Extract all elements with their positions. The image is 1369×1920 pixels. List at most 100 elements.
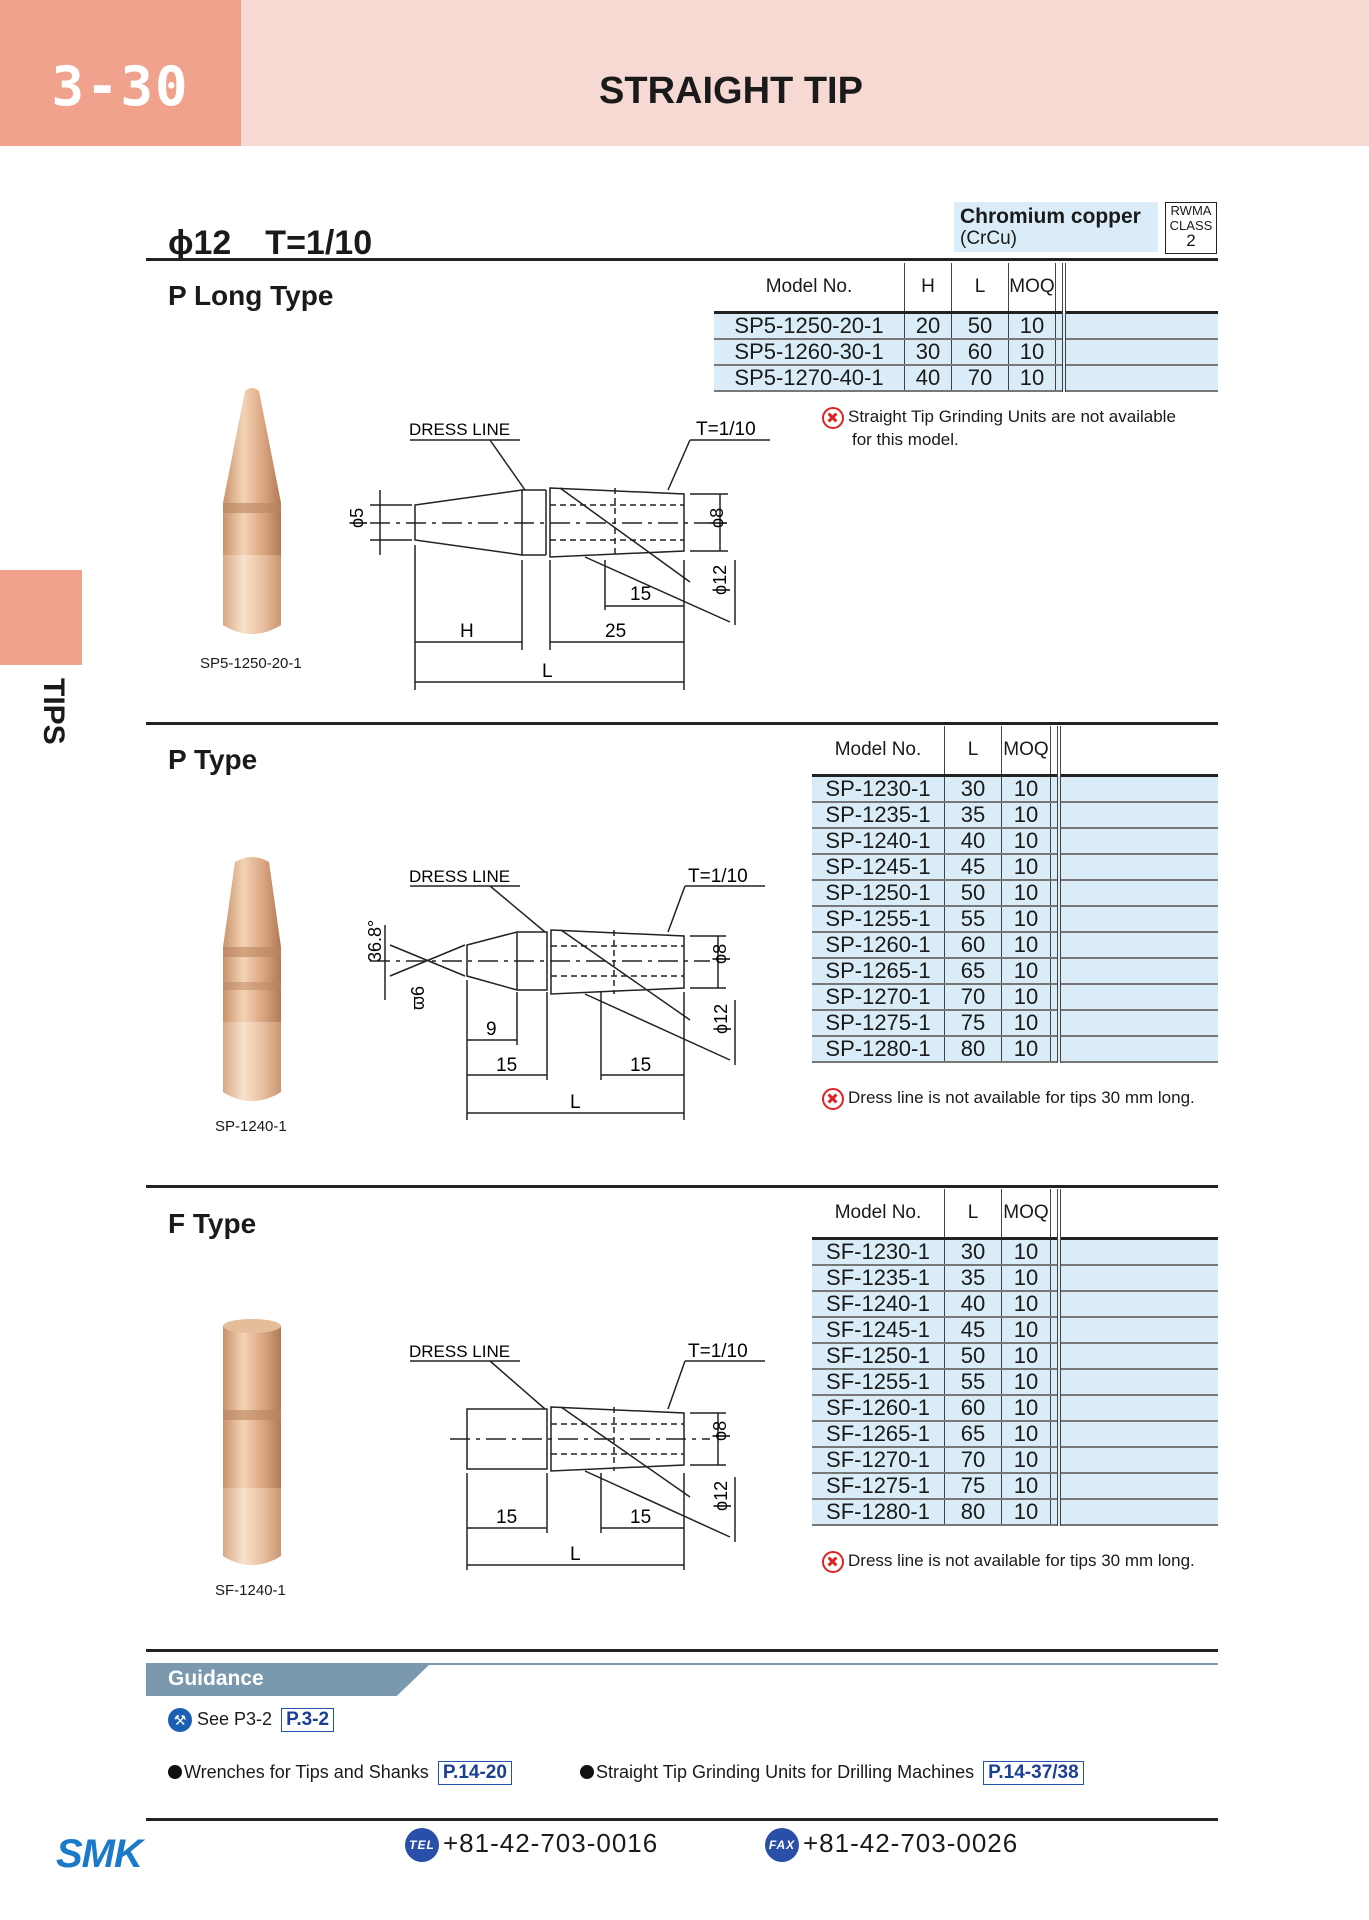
spacer-cell: [1050, 1369, 1061, 1396]
guidance-see-text: See P3-2: [197, 1709, 273, 1729]
col-blank: [1059, 726, 1218, 777]
model-number-cell: SF-1255-1: [812, 1369, 945, 1396]
note-p-text: Dress line is not available for tips 30 …: [848, 1088, 1195, 1107]
dim-15a: 15: [496, 1507, 517, 1528]
value-cell: 10: [1001, 1265, 1051, 1292]
rwma-line-2: CLASS: [1169, 218, 1213, 233]
blank-cell: [1059, 802, 1218, 829]
value-cell: 10: [1001, 932, 1051, 959]
model-number-cell: SF-1275-1: [812, 1473, 945, 1500]
spacer-cell: [1055, 339, 1066, 366]
section-title-p: P Type: [168, 744, 258, 775]
blank-cell: [1064, 339, 1218, 366]
photo-f-tip: [223, 1319, 281, 1565]
spec-rule: [146, 258, 1218, 261]
spacer-cell: [1050, 1238, 1061, 1266]
blank-cell: [1059, 1473, 1218, 1500]
spacer-cell: [1055, 312, 1066, 340]
guidance-wrench: Wrenches for Tips and Shanks P.14-20: [168, 1761, 512, 1785]
dim-15a: 15: [496, 1055, 517, 1076]
value-cell: 10: [1001, 1010, 1051, 1037]
spacer-cell: [1050, 932, 1061, 959]
col-header: MOQ: [1001, 1189, 1051, 1240]
spacer-cell: [1050, 1447, 1061, 1474]
label-taper: T=1/10: [696, 419, 756, 440]
blank-cell: [1059, 932, 1218, 959]
spacer-cell: [1050, 775, 1061, 803]
spacer-cell: [1050, 880, 1061, 907]
col-spacer: [1050, 726, 1061, 777]
value-cell: 10: [1001, 1395, 1051, 1422]
blank-cell: [1059, 1369, 1218, 1396]
not-available-icon: [822, 1550, 844, 1573]
value-cell: 10: [1001, 1291, 1051, 1318]
value-cell: 70: [944, 1447, 1002, 1474]
footer-fax: FAX+81-42-703-0026: [765, 1828, 1018, 1863]
model-number-cell: SF-1235-1: [812, 1265, 945, 1292]
model-number-cell: SP-1260-1: [812, 932, 945, 959]
bullet-icon: [168, 1765, 182, 1779]
not-available-icon: [822, 1087, 844, 1110]
value-cell: 10: [1001, 775, 1051, 803]
value-cell: 10: [1001, 1238, 1051, 1266]
col-header: MOQ: [1001, 726, 1051, 777]
value-cell: 45: [944, 854, 1002, 881]
page-number: 3-30: [51, 55, 190, 118]
spacer-cell: [1050, 854, 1061, 881]
blank-cell: [1059, 1317, 1218, 1344]
spacer-cell: [1050, 1036, 1061, 1063]
value-cell: 70: [951, 365, 1009, 392]
label-dress-line: DRESS LINE: [409, 867, 510, 886]
value-cell: 65: [944, 958, 1002, 985]
note-p-long-line2: for this model.: [852, 429, 959, 449]
spacer-cell: [1050, 1343, 1061, 1370]
model-number-cell: SF-1250-1: [812, 1343, 945, 1370]
footer-rule: [146, 1818, 1218, 1821]
value-cell: 10: [1001, 1447, 1051, 1474]
model-number-cell: SP-1250-1: [812, 880, 945, 907]
model-number-cell: SF-1245-1: [812, 1317, 945, 1344]
blank-cell: [1059, 1395, 1218, 1422]
guidance-rule: [146, 1649, 1218, 1652]
model-number-cell: SP-1245-1: [812, 854, 945, 881]
ref-link-p14-37-38[interactable]: P.14-37/38: [983, 1761, 1084, 1785]
spacer-cell: [1050, 1421, 1061, 1448]
col-header: L: [944, 1189, 1002, 1240]
blank-cell: [1064, 312, 1218, 340]
side-tab[interactable]: [0, 570, 82, 665]
spacer-cell: [1050, 1473, 1061, 1500]
section-rule: [146, 1185, 1218, 1188]
note-p-long: Straight Tip Grinding Units are not avai…: [822, 406, 1222, 450]
value-cell: 35: [944, 802, 1002, 829]
blank-cell: [1059, 906, 1218, 933]
spacer-cell: [1055, 365, 1066, 392]
blank-cell: [1059, 1010, 1218, 1037]
ref-link-p3-2[interactable]: P.3-2: [281, 1708, 335, 1732]
tel-number: +81-42-703-0016: [443, 1828, 659, 1858]
note-p: Dress line is not available for tips 30 …: [822, 1087, 1222, 1110]
ref-link-p14-20[interactable]: P.14-20: [437, 1761, 512, 1785]
note-f-text: Dress line is not available for tips 30 …: [848, 1551, 1195, 1570]
value-cell: 35: [944, 1265, 1002, 1292]
col-header: MOQ: [1008, 263, 1056, 314]
drawing-p: DRESS LINE T=1/10 36.8° ϖ6 ϕ8 ϕ12 9 15 1…: [365, 866, 765, 1120]
col-blank: [1064, 263, 1218, 314]
model-number-cell: SP-1235-1: [812, 802, 945, 829]
section-title-p-long: P Long Type: [168, 280, 334, 311]
value-cell: 10: [1001, 1473, 1051, 1500]
rwma-class-badge: RWMA CLASS 2: [1165, 202, 1217, 254]
spacer-cell: [1050, 1499, 1061, 1526]
